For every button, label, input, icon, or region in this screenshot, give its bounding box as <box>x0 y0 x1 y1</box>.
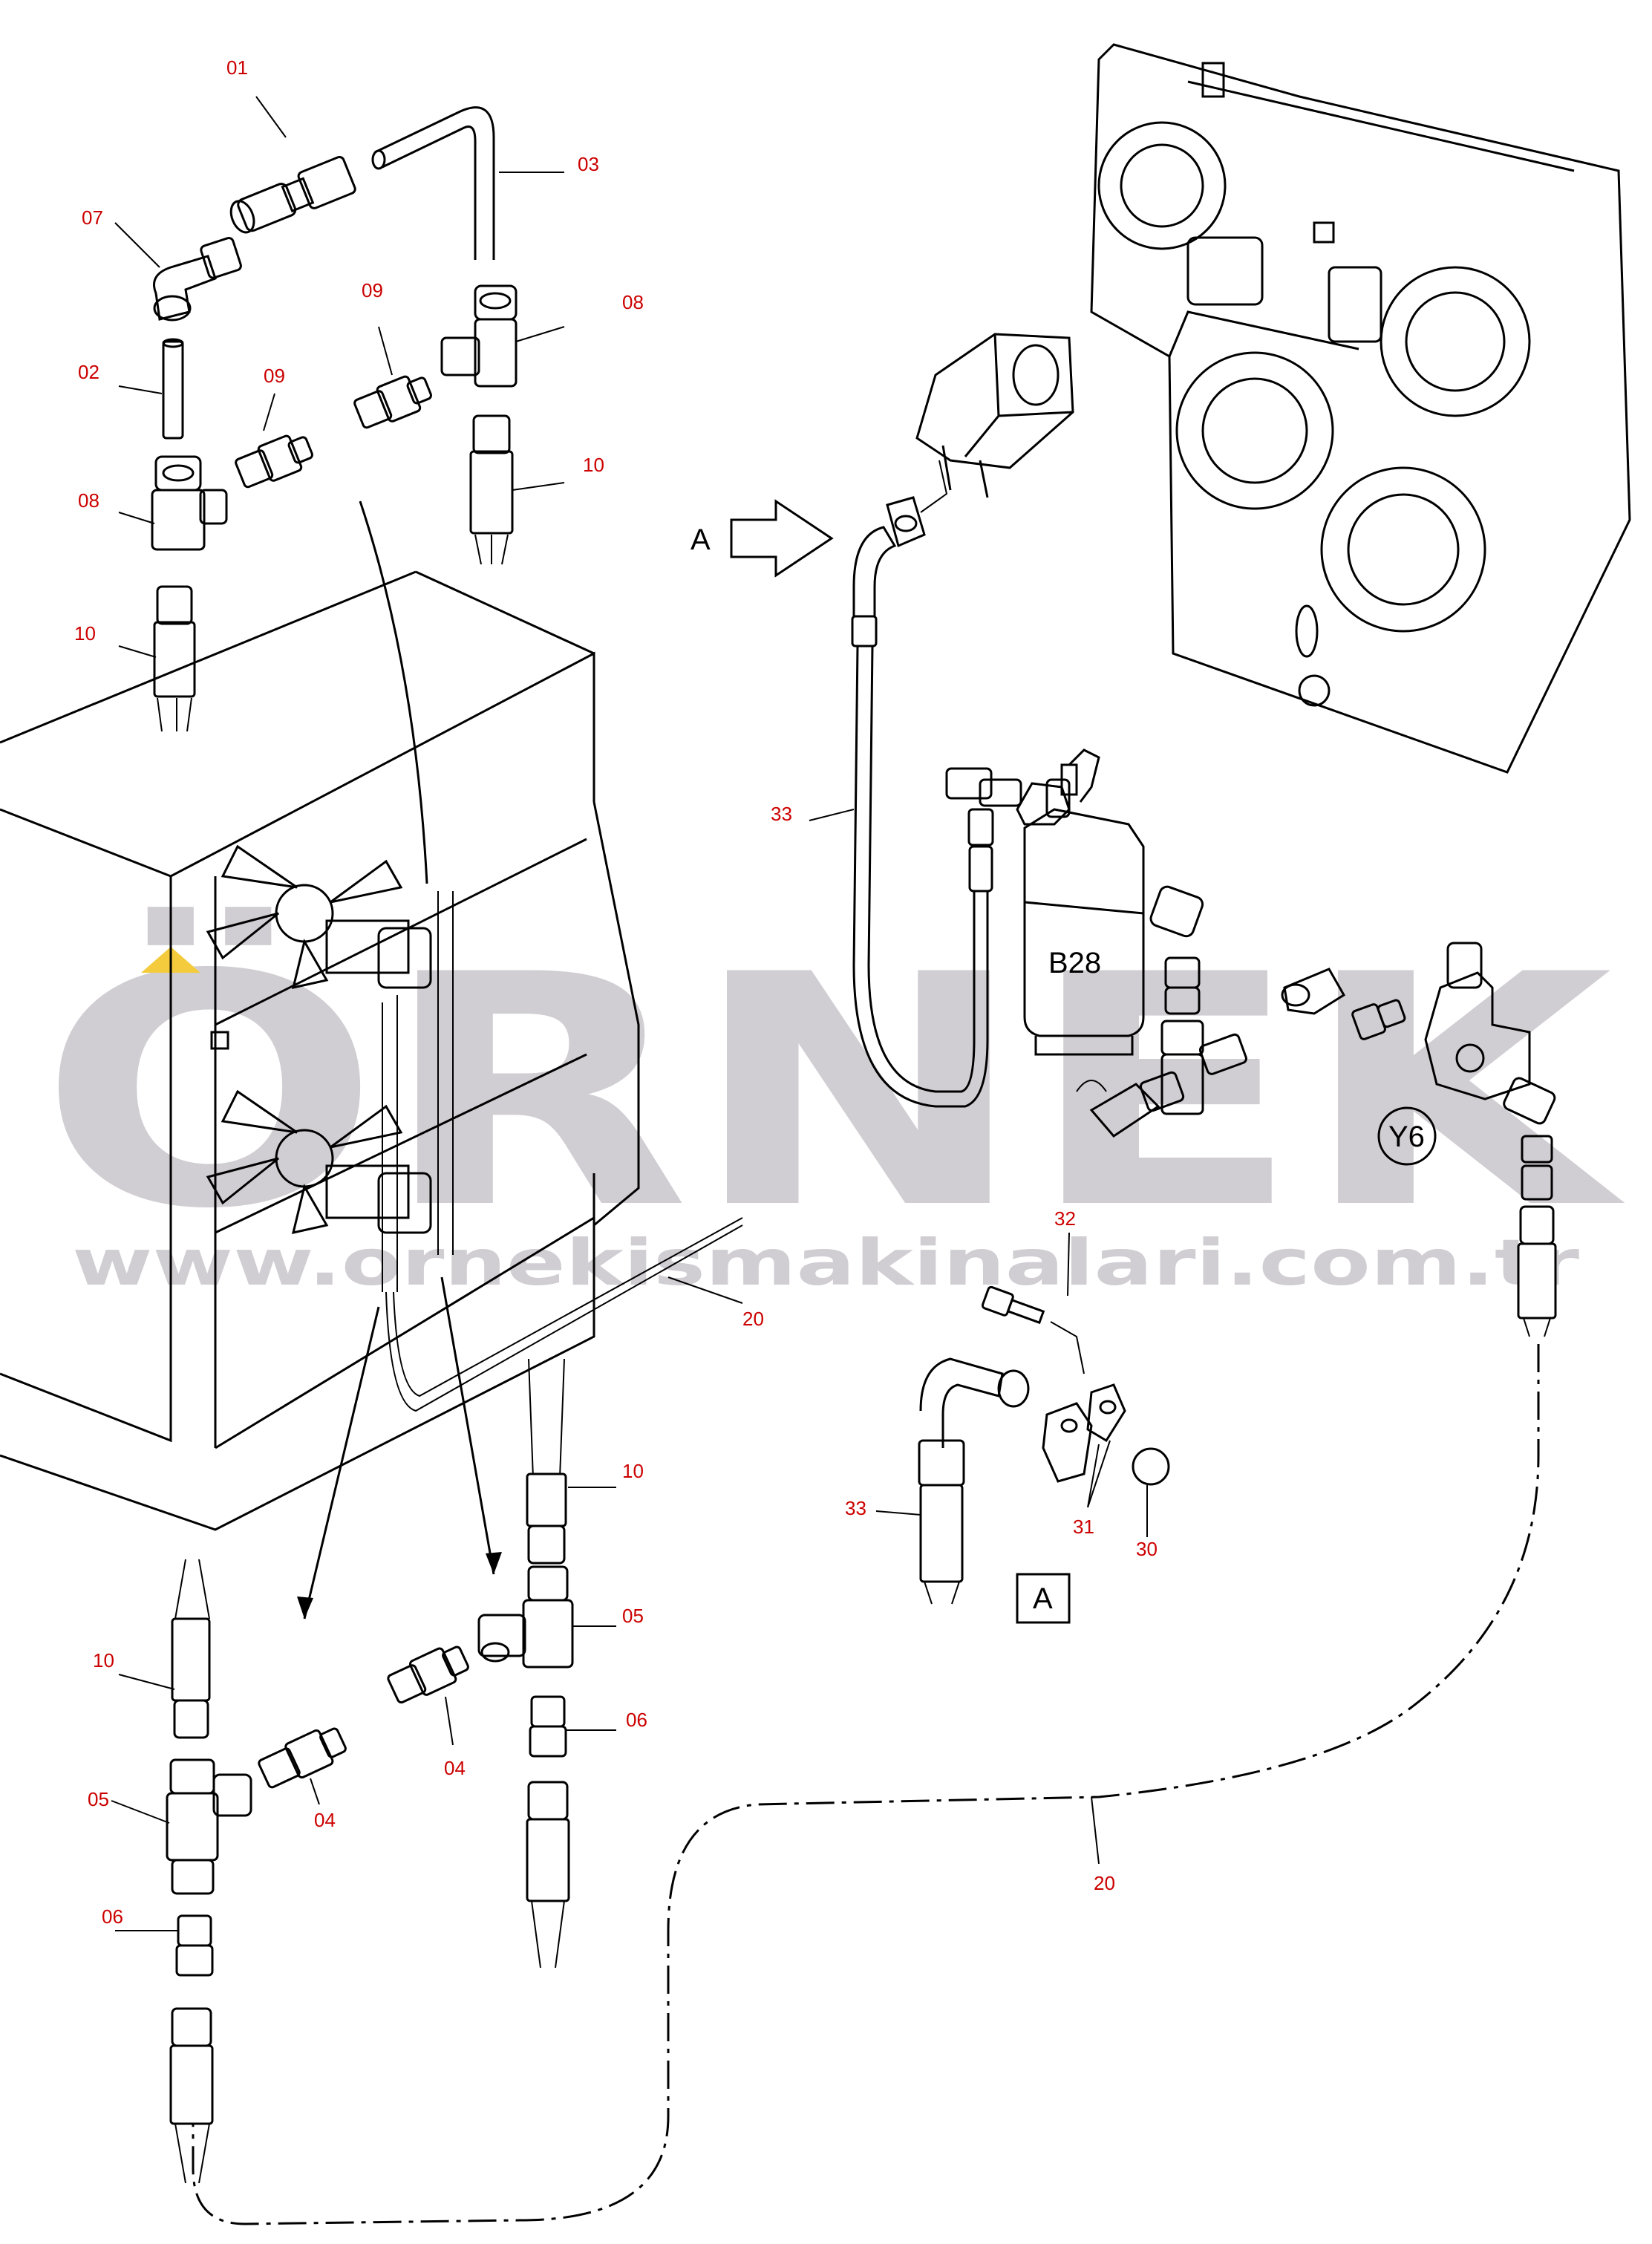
callout-20-lower: 20 <box>1094 1872 1115 1894</box>
callout-10-top-left: 10 <box>74 622 96 645</box>
fan-upper <box>206 844 432 989</box>
callout-32: 32 <box>1054 1207 1076 1230</box>
callout-20-upper: 20 <box>742 1308 764 1330</box>
view-a-box <box>1016 1573 1071 1624</box>
callout-06-center: 06 <box>626 1709 647 1731</box>
gearbox <box>1090 43 1631 774</box>
hydraulic-motor <box>886 333 1074 548</box>
view-a-marker: A <box>690 524 711 556</box>
watermark-url: www.ornekismakinalari.com.tr <box>72 1226 1580 1300</box>
fitting-group-top-left <box>151 106 518 732</box>
callouts: 01 03 07 02 09 08 09 08 10 10 33 20 10 0… <box>74 56 1158 1928</box>
callout-04-center: 04 <box>444 1757 466 1779</box>
filter-label: B28 <box>1048 947 1101 979</box>
callout-33-detail: 33 <box>845 1497 866 1519</box>
callout-03: 03 <box>578 153 599 175</box>
callout-01: 01 <box>226 56 248 79</box>
watermark-logo: ÖRNEK <box>39 904 1627 1279</box>
view-a-box-label: A <box>1033 1582 1053 1615</box>
callout-08-left: 08 <box>78 489 99 512</box>
elbow-07 <box>153 237 242 322</box>
callout-04-left: 04 <box>314 1809 336 1831</box>
valve-y6-circle <box>1377 1106 1437 1166</box>
tube-02 <box>162 340 184 440</box>
callout-30: 30 <box>1136 1538 1158 1560</box>
nipple-09-right <box>353 375 432 429</box>
connector-01 <box>229 155 356 234</box>
valve-y6-assembly: Y6 <box>1076 885 1557 1337</box>
hose-10-left <box>153 585 196 732</box>
callout-10-top-right: 10 <box>583 454 604 476</box>
view-a-arrow: A <box>690 499 834 578</box>
fitting-group-bottom-center <box>387 1358 574 1969</box>
leader-lines <box>111 96 1148 1931</box>
fan-lower <box>206 1089 432 1234</box>
callout-31: 31 <box>1073 1516 1094 1538</box>
detail-a: A <box>918 1285 1170 1624</box>
callout-05-left: 05 <box>88 1788 109 1810</box>
callout-06-left: 06 <box>102 1905 123 1928</box>
callout-02: 02 <box>78 361 99 383</box>
filter-b28: B28 <box>945 748 1145 1056</box>
nipple-09-left <box>235 434 313 489</box>
callout-10-bottom-left: 10 <box>93 1649 114 1671</box>
fan-radiator-assembly <box>0 500 743 1620</box>
callout-09-right: 09 <box>362 279 383 301</box>
line-20-dashed <box>192 1344 1540 2225</box>
valve-label: Y6 <box>1388 1121 1425 1153</box>
fitting-group-bottom-left <box>166 1559 347 2184</box>
watermark: ÖRNEK www.ornekismakinalari.com.tr <box>39 904 1627 1300</box>
pipe-03 <box>374 106 495 260</box>
callout-09-left: 09 <box>264 365 285 387</box>
callout-10-mid-right: 10 <box>622 1460 644 1482</box>
callout-05-center: 05 <box>622 1605 644 1627</box>
tee-08-left <box>151 455 228 551</box>
hose-10-right <box>469 414 514 565</box>
callout-33-main: 33 <box>771 803 792 825</box>
callout-07: 07 <box>82 206 103 229</box>
hose-33 <box>851 526 994 1108</box>
tee-08-right <box>440 284 518 388</box>
callout-08-right: 08 <box>622 291 644 313</box>
